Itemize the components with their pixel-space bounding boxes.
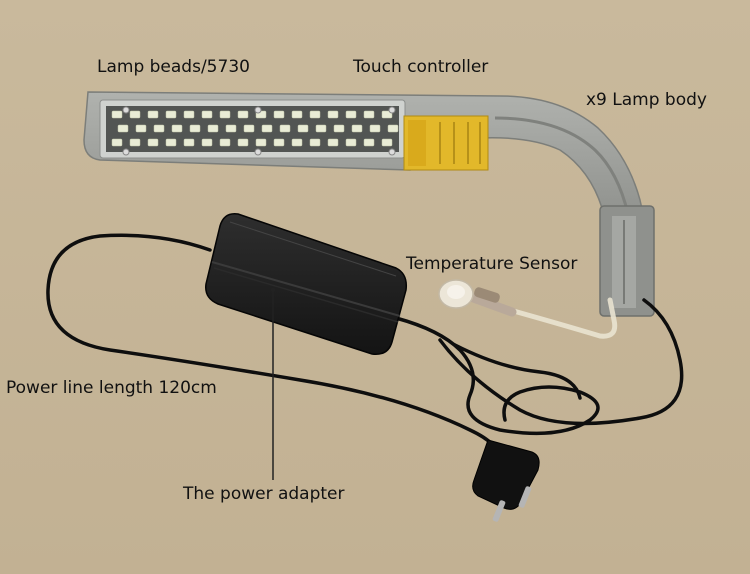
led-bead	[291, 138, 303, 147]
led-bead	[189, 124, 201, 133]
led-bead	[129, 138, 141, 147]
led-bead	[273, 110, 285, 119]
led-bead	[345, 138, 357, 147]
led-bead	[201, 110, 213, 119]
led-bead	[147, 138, 159, 147]
led-bead	[111, 110, 123, 119]
led-bead	[117, 124, 129, 133]
led-bead	[363, 138, 375, 147]
led-bead	[387, 124, 399, 133]
power-cable	[46, 233, 684, 462]
led-bead	[273, 138, 285, 147]
label-touch-controller: Touch controller	[353, 57, 489, 77]
led-bead	[309, 138, 321, 147]
led-bead	[261, 124, 273, 133]
led-bead	[237, 138, 249, 147]
label-temperature-sensor: Temperature Sensor	[406, 254, 578, 274]
led-bead	[297, 124, 309, 133]
label-lamp-body: x9 Lamp body	[586, 90, 707, 110]
led-bead	[165, 110, 177, 119]
temperature-sensor	[438, 279, 618, 339]
led-bead	[135, 124, 147, 133]
led-bead	[315, 124, 327, 133]
led-bead	[243, 124, 255, 133]
led-bead	[129, 110, 141, 119]
led-bead	[333, 124, 345, 133]
touch-controller-sticker	[403, 115, 489, 171]
led-bead	[255, 138, 267, 147]
led-bead	[327, 110, 339, 119]
led-bead	[309, 110, 321, 119]
power-adapter	[205, 213, 408, 355]
led-bead	[165, 138, 177, 147]
led-bead	[369, 124, 381, 133]
label-power-line: Power line length 120cm	[6, 378, 217, 398]
led-bead	[183, 110, 195, 119]
led-bead	[171, 124, 183, 133]
led-bead	[219, 138, 231, 147]
led-bead	[345, 110, 357, 119]
led-bead	[147, 110, 159, 119]
led-bead	[153, 124, 165, 133]
label-lamp-beads: Lamp beads/5730	[97, 57, 250, 77]
led-bead	[183, 138, 195, 147]
led-bead	[237, 110, 249, 119]
label-power-adapter: The power adapter	[183, 484, 345, 504]
led-bead	[225, 124, 237, 133]
led-panel	[99, 99, 406, 159]
led-bead	[381, 110, 393, 119]
led-bead	[207, 124, 219, 133]
led-bead	[279, 124, 291, 133]
led-bead	[351, 124, 363, 133]
led-bead	[327, 138, 339, 147]
led-bead	[111, 138, 123, 147]
led-bead	[381, 138, 393, 147]
led-bead	[363, 110, 375, 119]
led-bead	[201, 138, 213, 147]
power-plug	[472, 439, 540, 522]
led-bead	[219, 110, 231, 119]
led-bead	[291, 110, 303, 119]
